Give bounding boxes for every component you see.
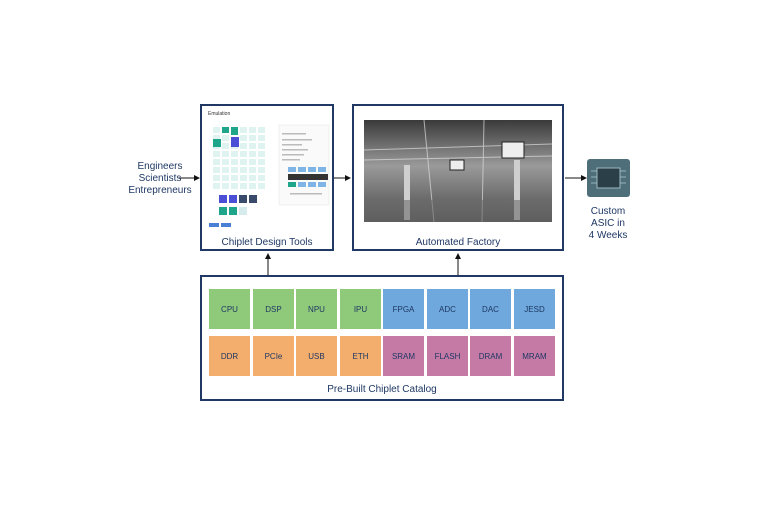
factory-label: Automated Factory — [415, 237, 501, 248]
chiplet-ddr: DDR — [209, 336, 250, 376]
catalog-label: Pre-Built Chiplet Catalog — [327, 384, 437, 395]
emulation-title: Emulation — [208, 111, 231, 117]
chiplet-sram: SRAM — [383, 336, 424, 376]
factory-photo — [364, 120, 552, 222]
user-entrepreneurs: Entrepreneurs — [128, 185, 192, 196]
design-tools-label: Chiplet Design Tools — [221, 237, 313, 248]
chiplet-eth: ETH — [340, 336, 381, 376]
output-line-1: Custom — [590, 206, 626, 217]
emulation-screenshot: Emulation — [205, 109, 331, 231]
design-tools-panel: Emulation — [200, 104, 334, 251]
chiplet-adc: ADC — [427, 289, 468, 329]
chiplet-usb: USB — [296, 336, 337, 376]
chiplet-flash: FLASH — [427, 336, 468, 376]
users-label: Engineers Scientists Entrepreneurs — [128, 161, 192, 197]
chiplet-dram: DRAM — [470, 336, 511, 376]
user-engineers: Engineers — [137, 161, 183, 172]
chiplet-dsp: DSP — [253, 289, 294, 329]
emulation-ui-mockup — [209, 124, 330, 227]
factory-panel: Automated Factory — [352, 104, 564, 251]
user-scientists: Scientists — [138, 173, 182, 184]
chiplet-mram: MRAM — [514, 336, 555, 376]
asic-chip-image — [587, 159, 630, 197]
chiplet-pcie: PCIe — [253, 336, 294, 376]
output-label: Custom ASIC in 4 Weeks — [578, 206, 638, 242]
output-line-2: ASIC in — [591, 218, 625, 229]
chiplet-npu: NPU — [296, 289, 337, 329]
chiplet-jesd: JESD — [514, 289, 555, 329]
output-line-3: 4 Weeks — [588, 230, 628, 241]
chiplet-cpu: CPU — [209, 289, 250, 329]
chiplet-ipu: IPU — [340, 289, 381, 329]
chiplet-fpga: FPGA — [383, 289, 424, 329]
chiplet-dac: DAC — [470, 289, 511, 329]
